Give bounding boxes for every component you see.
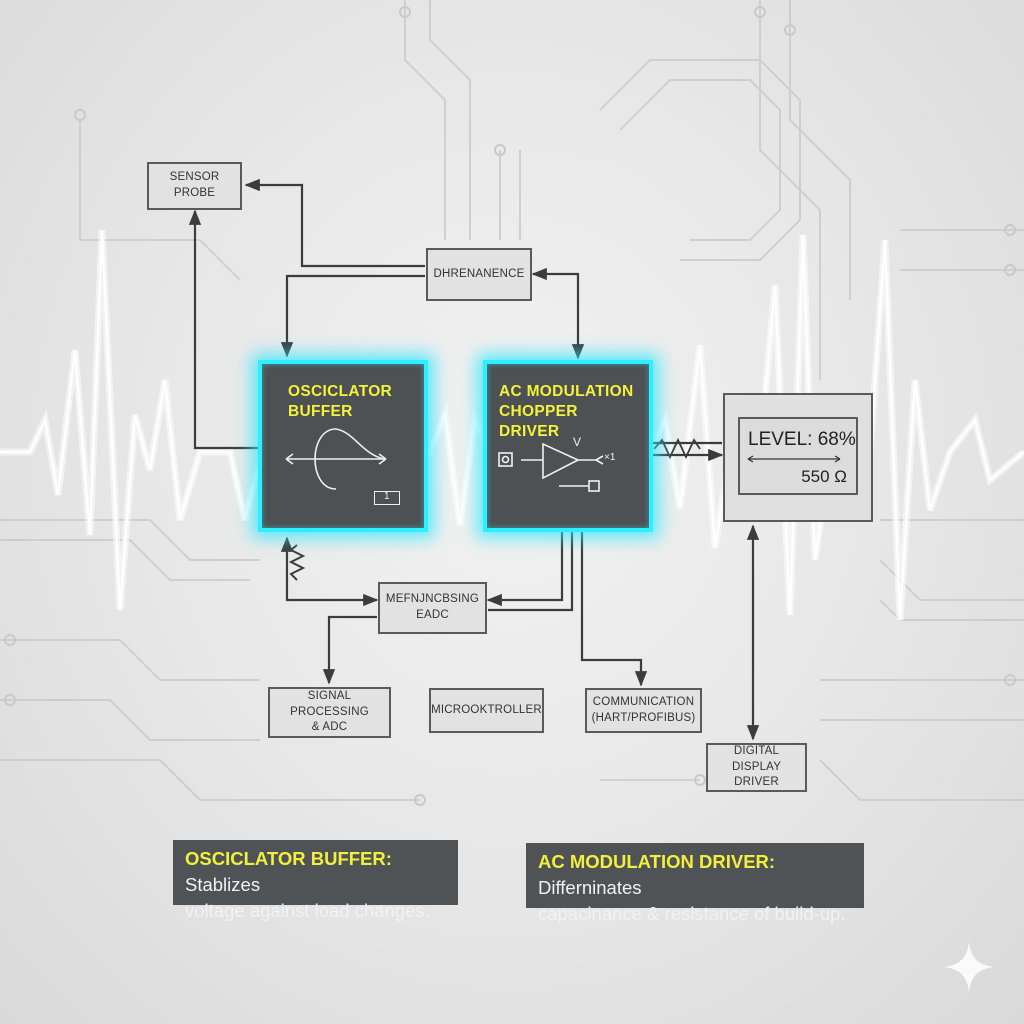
connector-osc-to-sensor bbox=[188, 209, 262, 450]
communication-block[interactable]: COMMUNICATION (HART/PROFIBUS) bbox=[585, 688, 702, 733]
connector-mux-to-sigproc bbox=[322, 615, 377, 685]
digital-display-driver-block[interactable]: DIGITAL DISPLAY DRIVER bbox=[706, 743, 807, 792]
connector-ac-to-mux bbox=[486, 508, 564, 607]
circuit-traces bbox=[0, 0, 1024, 801]
microcontroller-block[interactable]: MICROOKTROLLER bbox=[429, 688, 544, 733]
mux-adc-block[interactable]: MEFNJNCBSING EADC bbox=[378, 582, 487, 634]
ac-modulation-caption: AC MODULATION DRIVER: Differninates capa… bbox=[526, 843, 864, 924]
connector-ac-to-mux-2 bbox=[488, 508, 574, 612]
oscillator-buffer-title: OSCICLATOR BUFFER bbox=[288, 383, 393, 420]
resistor-icon bbox=[288, 544, 306, 581]
sparkle-icon bbox=[944, 942, 994, 992]
display-screen: LEVEL: 68% 550 Ω bbox=[738, 417, 858, 495]
resistance-readout: 550 Ω bbox=[801, 467, 847, 486]
oscillator-buffer-block[interactable]: OSCICLATOR BUFFER 1 bbox=[258, 360, 428, 532]
signal-processing-block[interactable]: SIGNAL PROCESSING & ADC bbox=[268, 687, 391, 738]
sine-oscillator-icon bbox=[285, 428, 387, 490]
differentiator-block[interactable]: DHRENANENCE bbox=[426, 248, 532, 301]
connector-diff-to-osc bbox=[280, 274, 425, 358]
buffer-component-icon: 1 bbox=[374, 491, 400, 505]
gain-label: V bbox=[573, 435, 582, 449]
caption-desc-line2: capacinance & resistance of build-up. bbox=[538, 902, 846, 924]
sensor-probe-block[interactable]: SENSOR PROBE bbox=[147, 162, 242, 210]
caption-desc-line1: Differninates bbox=[538, 876, 642, 898]
ac-modulation-chopper-driver-block[interactable]: AC MODULATION CHOPPER DRIVER V ×1 bbox=[483, 360, 653, 532]
ac-driver-title: AC MODULATION CHOPPER DRIVER bbox=[499, 383, 634, 440]
connector-diff-to-ac bbox=[531, 267, 585, 360]
connector-diff-to-sensor bbox=[244, 178, 425, 268]
output-label: ×1 bbox=[604, 452, 616, 463]
oscillator-buffer-caption: OSCICLATOR BUFFER: Stablizes voltage aga… bbox=[173, 840, 458, 921]
caption-desc-line1: Stablizes bbox=[185, 873, 261, 895]
amplifier-icon bbox=[498, 442, 604, 492]
component-label: 1 bbox=[384, 491, 390, 502]
level-readout: LEVEL: 68% bbox=[748, 429, 856, 450]
connector-osc-to-mux bbox=[280, 536, 379, 607]
caption-desc-line2: voltage against load changes. bbox=[185, 899, 430, 921]
caption-term: OSCICLATOR BUFFER: bbox=[185, 848, 392, 869]
double-arrow-icon bbox=[747, 455, 841, 463]
caption-term: AC MODULATION DRIVER: bbox=[538, 851, 776, 872]
level-display-panel: LEVEL: 68% 550 Ω bbox=[723, 393, 873, 522]
connector-ac-to-comm bbox=[580, 508, 648, 687]
signal-zigzag-icon bbox=[653, 437, 701, 460]
